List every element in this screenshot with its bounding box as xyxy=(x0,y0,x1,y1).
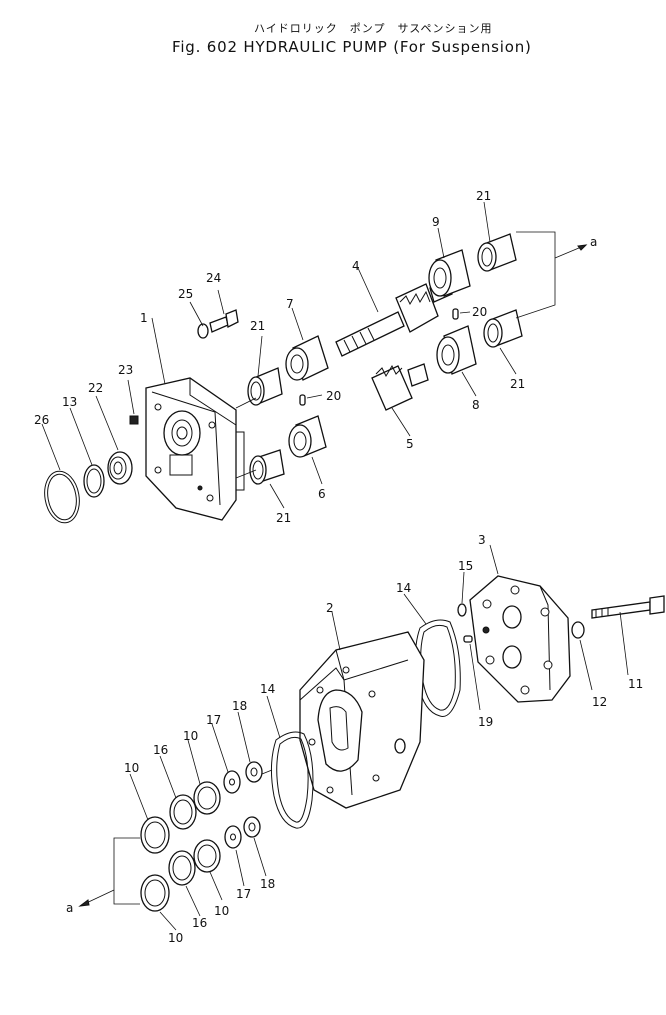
callout-16-lower: 16 xyxy=(192,916,207,930)
part-26-o-ring xyxy=(44,470,80,524)
callout-12: 12 xyxy=(592,695,607,709)
callout-20-upper: 20 xyxy=(472,305,487,319)
part-9-bushing xyxy=(428,249,471,297)
callout-10-upper-right: 10 xyxy=(183,729,198,743)
callout-26: 26 xyxy=(34,413,49,427)
callout-21-upper-right: 21 xyxy=(476,189,491,203)
part-21-needle-bearing-upper-right xyxy=(477,233,517,272)
part-10-seal-ring-upper-right xyxy=(193,781,221,815)
callout-14-right: 14 xyxy=(396,581,411,595)
part-10-seal-ring-upper-left xyxy=(140,816,170,854)
part-3-rear-cover xyxy=(469,575,571,703)
part-13-snap-ring xyxy=(83,464,105,498)
part-24-bolt xyxy=(209,309,239,333)
callout-2: 2 xyxy=(326,601,334,615)
callout-21-lower-right: 21 xyxy=(510,377,525,391)
figure-title: Fig. 602 HYDRAULIC PUMP (For Suspension) xyxy=(172,38,532,56)
part-18-washer-upper xyxy=(245,761,263,783)
part-17-washer-upper xyxy=(223,770,241,794)
callout-5: 5 xyxy=(406,437,414,451)
callout-4: 4 xyxy=(352,259,360,273)
callout-18-upper: 18 xyxy=(232,699,247,713)
part-19-dowel-pin xyxy=(463,635,473,643)
part-20-pin-upper xyxy=(452,308,459,320)
callout-21-upper-left: 21 xyxy=(250,319,265,333)
callout-25: 25 xyxy=(178,287,193,301)
part-1-front-cover xyxy=(145,377,245,521)
callout-18-lower: 18 xyxy=(260,877,275,891)
part-16-backup-ring-lower xyxy=(168,850,196,886)
part-15-o-ring xyxy=(457,603,467,617)
callout-21-lower-left: 21 xyxy=(276,511,291,525)
callout-15: 15 xyxy=(458,559,473,573)
callout-10-lower-right: 10 xyxy=(214,904,229,918)
part-10-seal-ring-lower-left xyxy=(140,874,170,912)
callout-3: 3 xyxy=(478,533,486,547)
part-16-backup-ring-upper xyxy=(169,794,197,830)
part-11-through-bolt xyxy=(591,595,665,619)
callout-11: 11 xyxy=(628,677,643,691)
reference-a-upper: a xyxy=(590,235,597,249)
part-21-needle-bearing-upper-left xyxy=(247,367,283,406)
part-17-washer-lower xyxy=(224,825,242,849)
callout-17-lower: 17 xyxy=(236,887,251,901)
reference-a-lower: a xyxy=(66,901,73,915)
callout-20-lower: 20 xyxy=(326,389,341,403)
callout-7: 7 xyxy=(286,297,294,311)
callout-19: 19 xyxy=(478,715,493,729)
callout-10-lower-left: 10 xyxy=(168,931,183,945)
part-25-washer xyxy=(197,323,209,339)
callout-1: 1 xyxy=(140,311,148,325)
figure-title-japanese: ハイドロリック ポンプ サスペンション用 xyxy=(254,22,493,35)
callout-6: 6 xyxy=(318,487,326,501)
callout-14-left: 14 xyxy=(260,682,275,696)
part-20-pin-lower xyxy=(299,394,306,406)
callout-17-upper: 17 xyxy=(206,713,221,727)
callout-10-upper-left: 10 xyxy=(124,761,139,775)
part-6-bushing xyxy=(288,415,327,458)
part-8-bushing xyxy=(436,325,477,375)
callout-13: 13 xyxy=(62,395,77,409)
callout-16-upper: 16 xyxy=(153,743,168,757)
part-22-oil-seal xyxy=(107,451,133,485)
callout-23: 23 xyxy=(118,363,133,377)
part-23-plug xyxy=(129,415,139,425)
callout-9: 9 xyxy=(432,215,440,229)
callout-8: 8 xyxy=(472,398,480,412)
part-18-washer-lower xyxy=(243,816,261,838)
part-10-seal-ring-lower-right xyxy=(193,839,221,873)
part-7-bushing xyxy=(285,335,329,381)
part-5-driven-gear xyxy=(371,363,429,411)
part-2-gear-housing xyxy=(299,631,425,809)
part-12-washer xyxy=(571,621,585,639)
part-21-needle-bearing-lower-right xyxy=(483,309,523,348)
part-14-o-ring-left xyxy=(270,731,314,829)
part-21-needle-bearing-lower-left xyxy=(249,449,285,485)
callout-22: 22 xyxy=(88,381,103,395)
part-4-drive-gear-shaft xyxy=(335,279,453,357)
callout-24: 24 xyxy=(206,271,221,285)
